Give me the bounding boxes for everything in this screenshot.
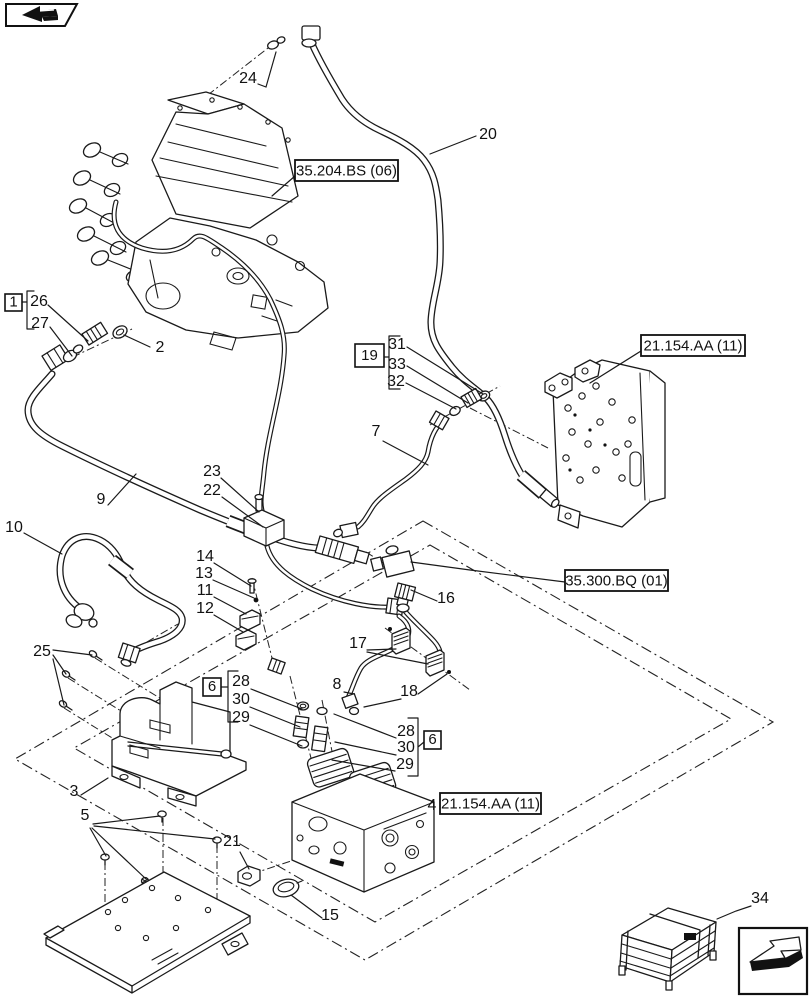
callout-9[interactable]: 9 xyxy=(97,491,106,508)
group-box-text[interactable]: 19 xyxy=(361,347,378,364)
callout-13[interactable]: 13 xyxy=(195,565,213,582)
hose-9-fitting xyxy=(314,535,370,565)
cap-15 xyxy=(272,878,303,898)
callout-21[interactable]: 21 xyxy=(223,833,241,850)
callout-29-right[interactable]: 29 xyxy=(396,756,414,773)
callout-26[interactable]: 26 xyxy=(30,293,48,310)
bottom-mounting-plate xyxy=(43,871,251,994)
ref-label-text[interactable]: 21.154.AA (11) xyxy=(644,338,743,355)
group-box-6-left[interactable]: 6 xyxy=(202,677,222,697)
callout-17[interactable]: 17 xyxy=(349,635,367,652)
hardware-14-13-11-12 xyxy=(235,578,261,651)
fitting-26-27-2 xyxy=(62,321,128,363)
callout-20[interactable]: 20 xyxy=(479,126,497,143)
callout-12[interactable]: 12 xyxy=(196,600,214,617)
callout-16[interactable]: 16 xyxy=(437,590,455,607)
callout-33[interactable]: 33 xyxy=(388,356,406,373)
ref-label-mid-valve[interactable]: 35.300.BQ (01) xyxy=(564,569,669,592)
group-box-19[interactable]: 19 xyxy=(354,343,385,368)
callout-numbers: 24 20 26 27 2 31 33 32 7 23 22 9 10 14 1… xyxy=(5,70,769,924)
callout-24[interactable]: 24 xyxy=(239,70,257,87)
group-box-text[interactable]: 6 xyxy=(428,731,436,748)
hose-20 xyxy=(301,25,560,508)
clamps-17 xyxy=(388,627,451,677)
fitting-stack-left xyxy=(267,657,310,749)
ref-label-text[interactable]: 35.204.BS (06) xyxy=(296,163,397,180)
callout-23[interactable]: 23 xyxy=(203,463,221,480)
group-box-text[interactable]: 6 xyxy=(208,678,216,695)
callout-30-right[interactable]: 30 xyxy=(397,739,415,756)
callout-28-left[interactable]: 28 xyxy=(232,673,250,690)
fitting-24 xyxy=(267,36,286,50)
leader-lines xyxy=(21,51,752,920)
hose-10 xyxy=(56,533,186,667)
callout-31[interactable]: 31 xyxy=(388,336,406,353)
callout-11[interactable]: 11 xyxy=(197,582,214,599)
ref-label-top-assembly[interactable]: 35.204.BS (06) xyxy=(294,159,399,182)
pipe-7-nut xyxy=(428,410,450,431)
right-valve-mounting-plate xyxy=(544,359,666,529)
back-reference-arrow-icon xyxy=(22,6,58,22)
callout-30-left[interactable]: 30 xyxy=(232,691,250,708)
callout-32[interactable]: 32 xyxy=(387,373,405,390)
ref-label-text[interactable]: 35.300.BQ (01) xyxy=(565,573,668,590)
fittings-31-33-32 xyxy=(449,387,491,417)
callout-14[interactable]: 14 xyxy=(196,548,214,565)
callout-3[interactable]: 3 xyxy=(70,783,79,800)
forward-reference-arrow-icon xyxy=(749,936,803,971)
hose-9-nut xyxy=(41,344,70,372)
pipe-7 xyxy=(333,410,450,539)
group-box-6-right[interactable]: 6 xyxy=(423,730,442,750)
callout-10[interactable]: 10 xyxy=(5,519,23,536)
callout-22[interactable]: 22 xyxy=(203,482,221,499)
callout-28-right[interactable]: 28 xyxy=(397,723,415,740)
elbow-21 xyxy=(237,865,261,887)
coupler-ports xyxy=(68,142,159,296)
ref-label-right-plate[interactable]: 21.154.AA (11) xyxy=(640,334,746,357)
pipe-8 xyxy=(341,613,412,716)
callout-4[interactable]: 4 xyxy=(428,797,437,814)
callout-27[interactable]: 27 xyxy=(31,315,49,332)
ref-label-text[interactable]: 21.154.AA (11) xyxy=(441,796,540,813)
callout-5[interactable]: 5 xyxy=(81,807,90,824)
nav-forward-box[interactable] xyxy=(737,926,809,996)
hose-9 xyxy=(24,344,370,565)
clamp-22-23 xyxy=(243,493,285,547)
nav-back-box[interactable] xyxy=(5,3,79,27)
callout-8[interactable]: 8 xyxy=(333,676,342,693)
ref-label-bottom-valve[interactable]: 21.154.AA (11) xyxy=(439,792,542,815)
callout-7[interactable]: 7 xyxy=(372,423,381,440)
control-valve-assembly xyxy=(68,91,329,351)
support-bracket-3 xyxy=(111,681,247,807)
valve-block-4 xyxy=(291,747,435,893)
shipping-crate-34 xyxy=(618,907,717,991)
tee-valve-fitting xyxy=(370,545,417,613)
callout-18[interactable]: 18 xyxy=(400,683,418,700)
callout-25[interactable]: 25 xyxy=(33,643,51,660)
phantom-plane-outline xyxy=(13,520,775,961)
callout-2[interactable]: 2 xyxy=(156,339,165,356)
callout-15[interactable]: 15 xyxy=(321,907,339,924)
callout-34[interactable]: 34 xyxy=(751,890,769,907)
group-box-text[interactable]: 1 xyxy=(9,294,17,311)
group-box-1[interactable]: 1 xyxy=(4,293,23,312)
callout-29-left[interactable]: 29 xyxy=(232,709,250,726)
